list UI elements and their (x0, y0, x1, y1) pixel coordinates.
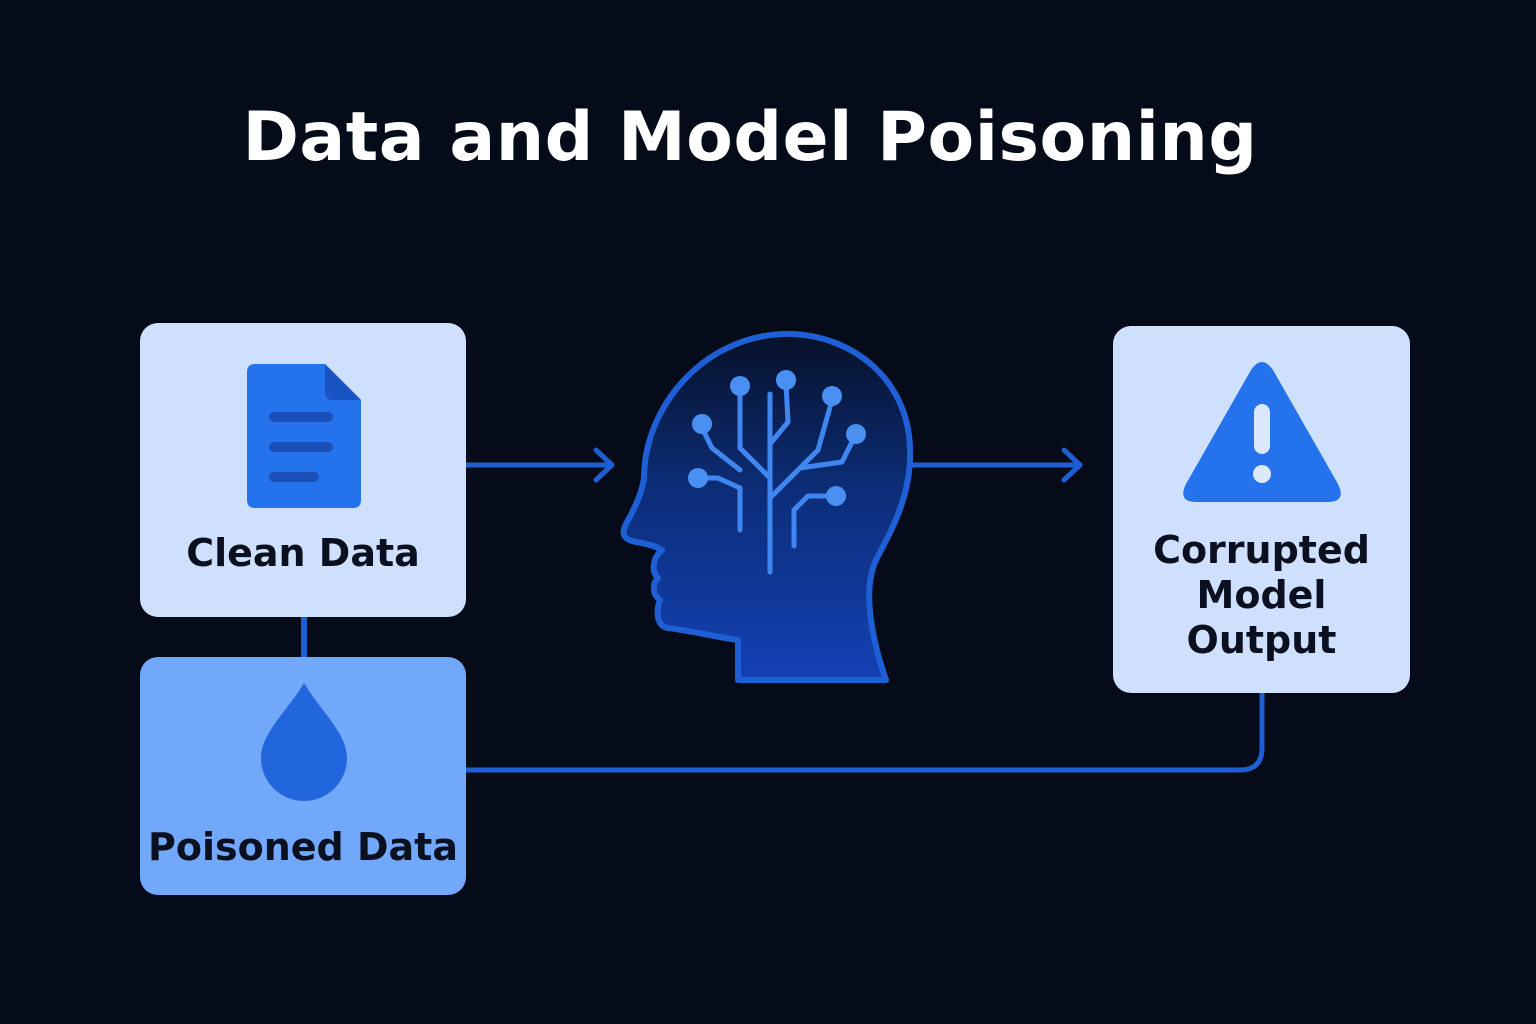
clean-data-label: Clean Data (140, 531, 466, 576)
document-icon (247, 364, 361, 508)
warning-icon (1181, 360, 1343, 504)
corrupted-output-card: Corrupted Model Output (1113, 326, 1410, 693)
poisoned-data-card: Poisoned Data (140, 657, 466, 895)
droplet-icon (259, 681, 349, 803)
link-poisoned-to-output (466, 693, 1262, 770)
brain-head-icon (600, 320, 920, 690)
head-silhouette (624, 334, 911, 680)
arrow-model-to-output (905, 450, 1080, 480)
corrupted-output-label: Corrupted Model Output (1113, 528, 1410, 663)
arrow-clean-to-model (466, 450, 612, 480)
poisoned-data-label: Poisoned Data (140, 825, 466, 870)
clean-data-card: Clean Data (140, 323, 466, 617)
